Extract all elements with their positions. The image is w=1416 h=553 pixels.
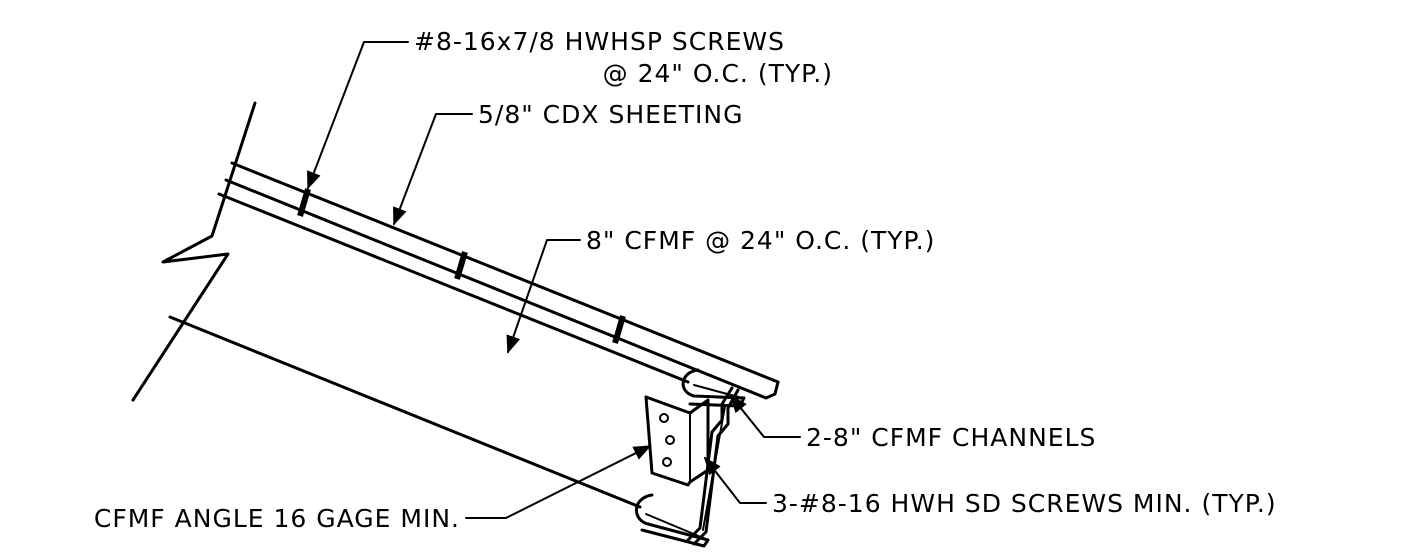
framing-bottom-edge <box>168 315 642 509</box>
sheeting-screw-2 <box>454 251 468 280</box>
sheeting-screw-3 <box>612 315 626 344</box>
label-channels: 2-8" CFMF CHANNELS <box>806 423 1096 452</box>
bottom-channel-flange <box>635 493 710 548</box>
sheeting-screw-1 <box>297 188 311 217</box>
leader-screws-top <box>307 41 409 190</box>
leader-angle <box>465 445 652 519</box>
label-screws-top-line2: @ 24" O.C. (TYP.) <box>603 59 833 88</box>
leader-sheeting <box>393 113 473 226</box>
sheeting-top-edge <box>230 161 780 384</box>
clip-screw-1 <box>659 413 669 423</box>
leader-cfmf-spacing <box>506 239 581 354</box>
label-angle: CFMF ANGLE 16 GAGE MIN. <box>94 504 460 533</box>
clip-screw-3 <box>662 457 672 467</box>
break-line <box>131 101 257 402</box>
channel-web-back <box>692 388 740 546</box>
leader-channels <box>729 394 801 438</box>
sheeting-bottom-edge <box>224 178 768 400</box>
label-sd-screws: 3-#8-16 HWH SD SCREWS MIN. (TYP.) <box>772 489 1277 518</box>
sheeting-end-cap <box>764 380 780 400</box>
label-sheeting: 5/8" CDX SHEETING <box>478 100 743 129</box>
clip-screw-2 <box>665 435 675 445</box>
framing-top-edge <box>217 192 690 384</box>
channel-web-front <box>686 386 734 542</box>
label-screws-top-line1: #8-16x7/8 HWHSP SCREWS <box>414 27 785 56</box>
leader-sd-screws <box>703 456 767 504</box>
bottom-channel-lip <box>645 513 709 541</box>
angle-clip <box>644 395 710 487</box>
label-cfmf-spacing: 8" CFMF @ 24" O.C. (TYP.) <box>586 226 935 255</box>
